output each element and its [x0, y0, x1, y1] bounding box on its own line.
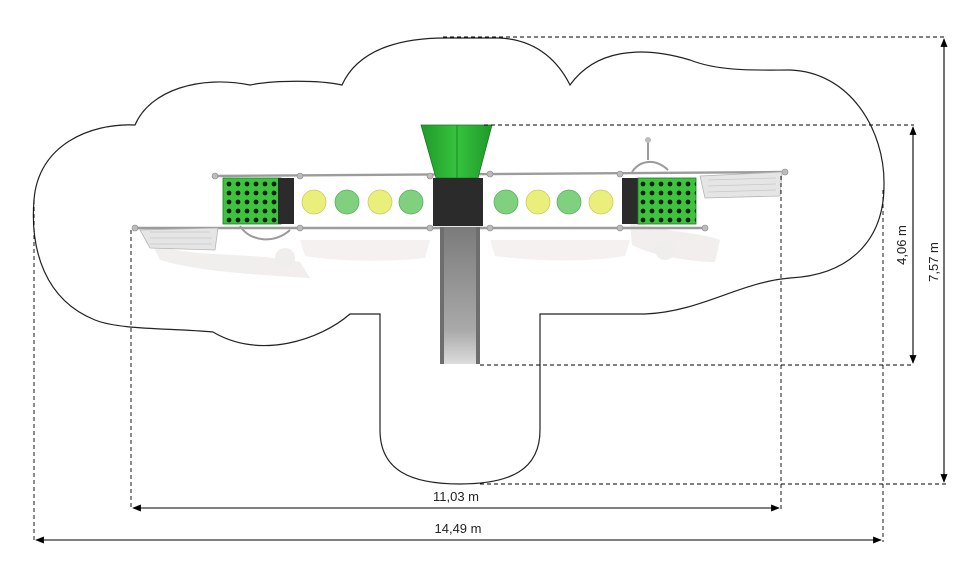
dimension-guides	[33, 36, 946, 542]
central-deck	[433, 178, 483, 226]
inner-width-label: 11,03 m	[433, 489, 479, 504]
central-roof	[420, 124, 493, 179]
right-panel-tower	[622, 137, 697, 225]
outer-height-label: 7,57 m	[926, 242, 941, 282]
safety-zone-outline	[32, 37, 885, 485]
structure-height-label: 4,06 m	[894, 225, 909, 265]
slide	[440, 227, 480, 364]
disc-bridge	[301, 189, 614, 215]
rail-posts	[131, 168, 789, 232]
dimension-arrows	[35, 38, 948, 544]
rope-rails	[135, 170, 786, 230]
right-net-platform	[699, 171, 783, 199]
outer-width-label: 14,49 m	[435, 521, 482, 536]
left-panel-tower	[222, 177, 294, 241]
structure-shadow	[150, 220, 720, 278]
left-net-platform	[139, 227, 219, 251]
